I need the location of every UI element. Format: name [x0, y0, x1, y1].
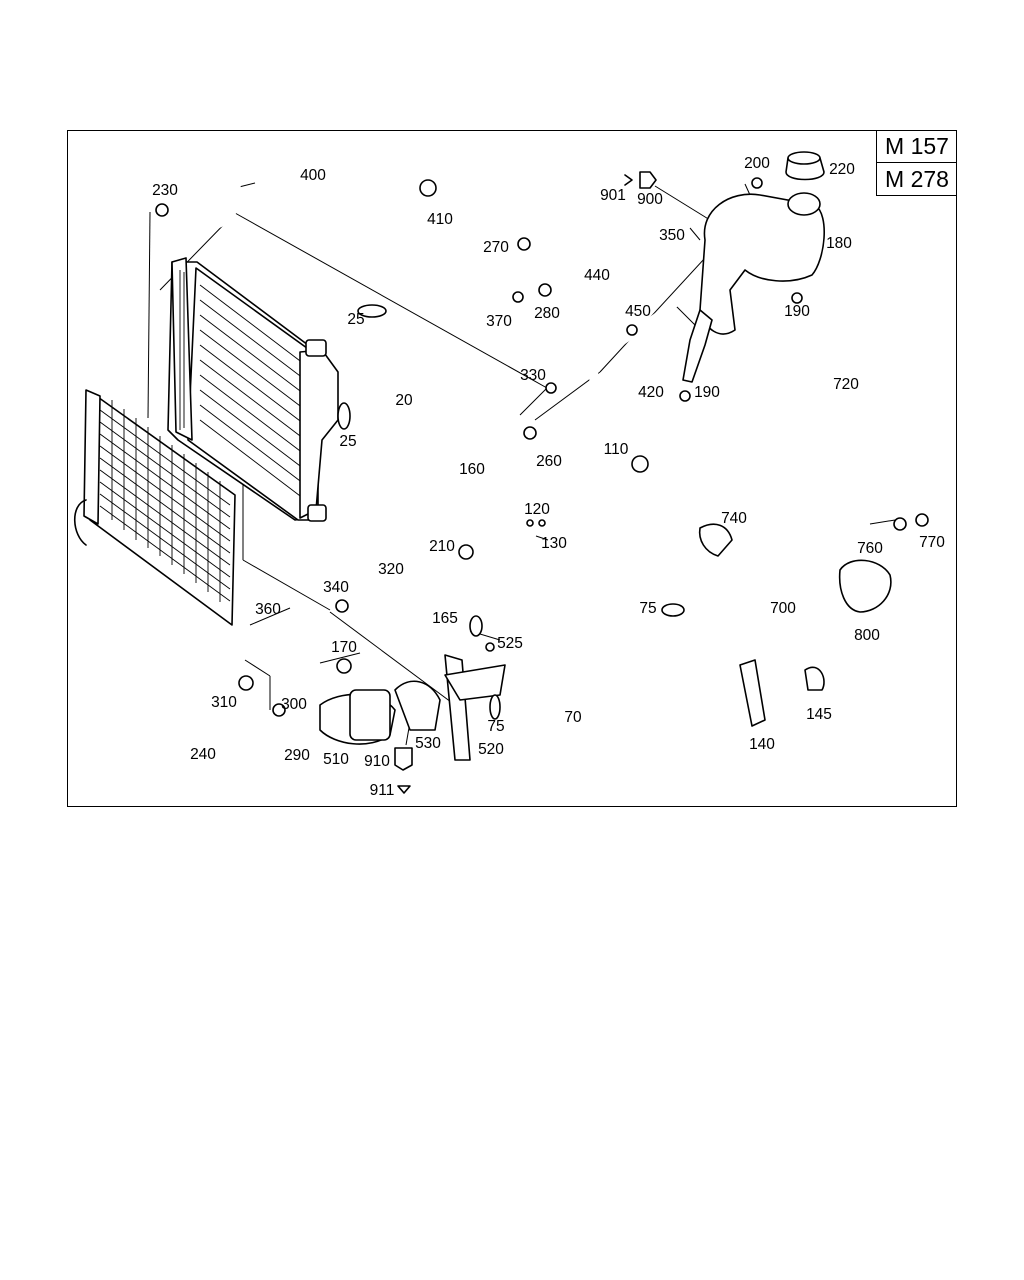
part-label-440: 440 [584, 267, 610, 284]
hose-network [167, 136, 911, 753]
part-label-360: 360 [255, 601, 281, 618]
engine-code-box: M 157 M 278 [876, 130, 957, 196]
part-label-760: 760 [857, 540, 883, 557]
part-label-370: 370 [486, 313, 512, 330]
part-label-525: 525 [497, 635, 523, 652]
part-label-350: 350 [659, 227, 685, 244]
part-label-190-upper: 190 [784, 303, 810, 320]
part-label-120: 120 [524, 501, 550, 518]
part-label-270: 270 [483, 239, 509, 256]
part-label-170: 170 [331, 639, 357, 656]
part-label-900: 900 [637, 191, 663, 208]
part-label-310: 310 [211, 694, 237, 711]
part-label-180: 180 [826, 235, 852, 252]
part-label-260: 260 [536, 453, 562, 470]
part-label-210: 210 [429, 538, 455, 555]
part-label-110: 110 [604, 441, 629, 458]
part-label-911: 911 [370, 782, 395, 799]
part-label-320: 320 [378, 561, 404, 578]
radiator-assembly [167, 257, 339, 522]
part-label-25-lower: 25 [339, 433, 356, 450]
part-label-420: 420 [638, 384, 664, 401]
part-label-740: 740 [721, 510, 747, 527]
part-label-340: 340 [323, 579, 349, 596]
part-label-400: 400 [300, 167, 326, 184]
expansion-tank [624, 151, 825, 402]
part-label-520: 520 [478, 741, 504, 758]
part-label-190-lower: 190 [694, 384, 720, 401]
part-label-230: 230 [152, 182, 178, 199]
condenser-assembly [74, 389, 236, 626]
part-label-200: 200 [744, 155, 770, 172]
part-label-770: 770 [919, 534, 945, 551]
part-label-300: 300 [281, 696, 307, 713]
part-label-280: 280 [534, 305, 560, 322]
part-label-25-upper: 25 [347, 311, 364, 328]
part-label-410: 410 [427, 211, 453, 228]
part-label-75-right: 75 [639, 600, 656, 617]
part-number-labels: 400 230 410 270 280 370 25 20 25 330 200… [152, 155, 945, 799]
part-label-140: 140 [749, 736, 775, 753]
part-label-75-center: 75 [487, 718, 504, 735]
engine-code-m157: M 157 [885, 133, 949, 159]
part-label-901: 901 [600, 187, 626, 204]
part-label-450: 450 [625, 303, 651, 320]
part-label-165: 165 [432, 610, 458, 627]
part-label-720: 720 [833, 376, 859, 393]
part-label-130: 130 [541, 535, 567, 552]
part-label-20: 20 [395, 392, 413, 409]
engine-code-m278: M 278 [877, 162, 957, 195]
part-label-290: 290 [284, 747, 310, 764]
part-label-160: 160 [459, 461, 485, 478]
part-label-510: 510 [323, 751, 349, 768]
part-label-800: 800 [854, 627, 880, 644]
part-label-530: 530 [415, 735, 441, 752]
part-label-240: 240 [190, 746, 216, 763]
part-label-220: 220 [829, 161, 855, 178]
part-label-330: 330 [520, 367, 546, 384]
diagram-frame [67, 130, 957, 807]
part-label-910: 910 [364, 753, 390, 770]
part-label-145: 145 [806, 706, 832, 723]
part-label-700: 700 [770, 600, 796, 617]
auxiliary-components [155, 179, 929, 794]
part-label-70: 70 [564, 709, 582, 726]
